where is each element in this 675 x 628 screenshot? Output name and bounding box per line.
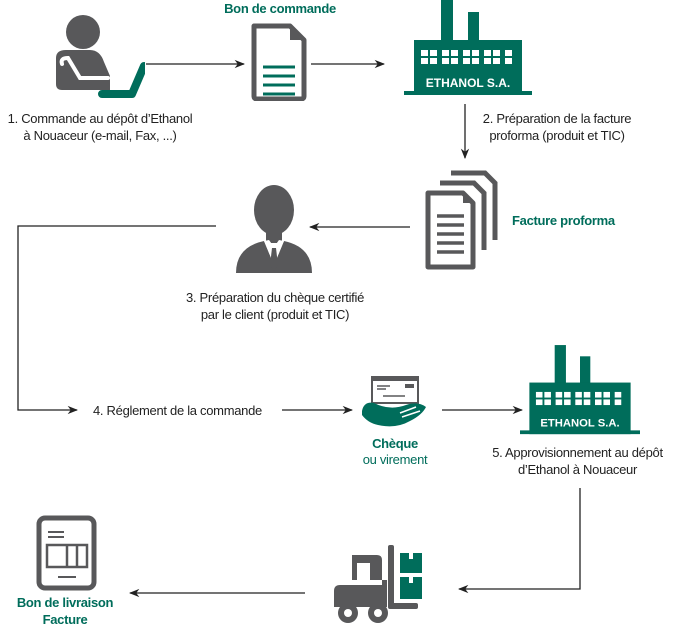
cheque-label-line1: Chèque <box>372 436 418 451</box>
cheque-label-line2: ou virement <box>362 452 428 467</box>
factory-label: ETHANOL S.A. <box>540 418 619 430</box>
factory-icon: ETHANOL S.A. <box>404 0 532 95</box>
documents-stack-icon <box>425 170 498 270</box>
step2-label-line1: 2. Préparation de la facture <box>482 111 632 126</box>
order-document-label: Bon de commande <box>224 1 336 16</box>
document-icon <box>251 23 307 101</box>
proforma-invoice-label: Facture proforma <box>512 213 615 228</box>
factory-label: ETHANOL S.A. <box>426 76 510 90</box>
factory-icon: ETHANOL S.A. <box>520 345 640 435</box>
step3-label-line2: par le client (produit et TIC) <box>200 307 350 322</box>
person-at-laptop-icon <box>56 15 145 98</box>
step1-label-line1: 1. Commande au dépôt d’Ethanol <box>7 111 193 126</box>
delivery-note-icon <box>36 515 97 591</box>
arrow-factory-to-forklift <box>457 488 581 594</box>
step5-label-line2: d’Ethanol à Nouaceur <box>517 462 638 477</box>
delivery-label-line2: Facture <box>42 612 88 627</box>
step5-label-line1: 5. Approvisionnement au dépôt <box>492 445 663 460</box>
arrow-client-to-payment <box>17 225 216 415</box>
delivery-label-line1: Bon de livraison <box>16 595 114 610</box>
cheque-in-hand-icon <box>362 376 426 427</box>
step1-label-line2: à Nouaceur (e-mail, Fax, ...) <box>23 128 177 143</box>
forklift-icon <box>334 545 422 623</box>
step2-label-line2: proforma (produit et TIC) <box>489 128 625 143</box>
step3-label-line1: 3. Préparation du chèque certifié <box>186 290 364 305</box>
businessman-icon <box>236 185 312 273</box>
step4-label: 4. Réglement de la commande <box>93 403 262 418</box>
